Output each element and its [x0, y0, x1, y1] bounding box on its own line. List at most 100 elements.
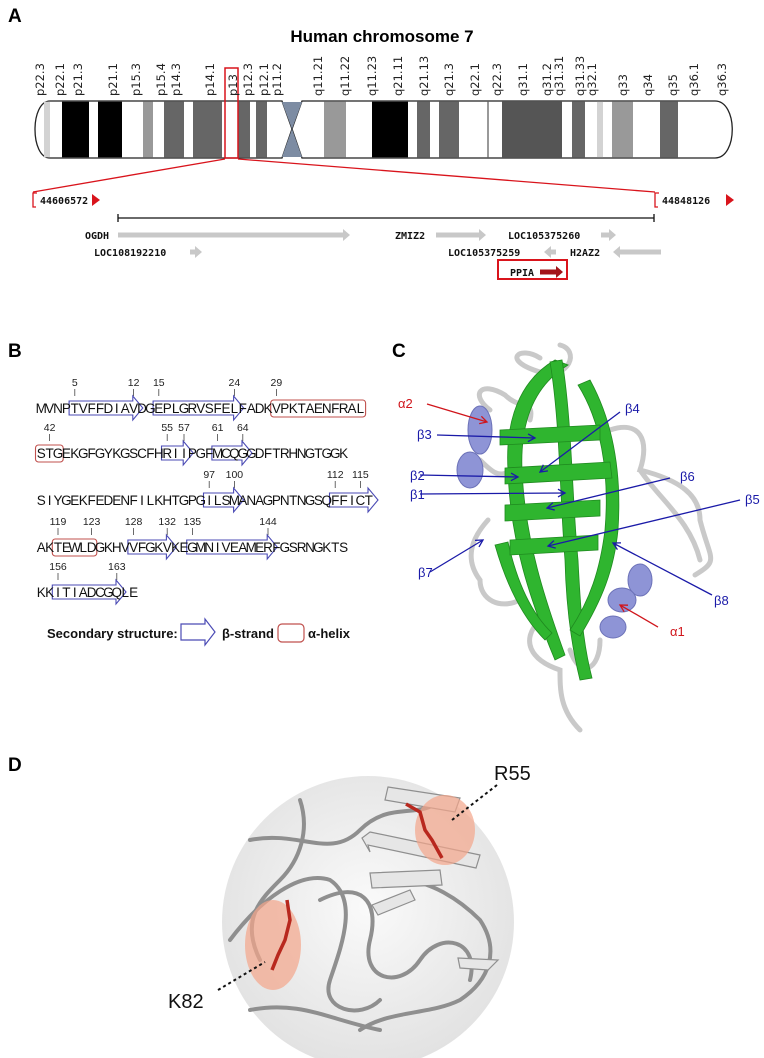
- residue: V: [221, 540, 230, 555]
- residue: V: [272, 401, 281, 416]
- residue: V: [196, 401, 205, 416]
- band-label: p14.3: [169, 63, 183, 96]
- residue: F: [129, 493, 137, 508]
- legend-strand-icon: [180, 617, 216, 647]
- arrowhead-icon: [611, 542, 622, 551]
- band-label: q31.2: [540, 63, 554, 96]
- residue: G: [61, 493, 72, 508]
- label-arrow: [539, 411, 621, 473]
- residue: P: [163, 401, 172, 416]
- band-label: p21.3: [71, 63, 85, 96]
- residue: K: [45, 585, 54, 600]
- residue: D: [255, 401, 265, 416]
- r55-highlight: [415, 795, 475, 865]
- residue: V: [129, 540, 138, 555]
- residue: T: [54, 540, 62, 555]
- chromosome-band: [324, 101, 346, 158]
- label-arrow: [546, 477, 671, 509]
- arrowhead-icon: [546, 540, 556, 549]
- residue: L: [214, 493, 222, 508]
- residue: G: [145, 540, 156, 555]
- beta-strand: [494, 541, 553, 641]
- residue: E: [230, 540, 239, 555]
- zoom-line-left: [32, 158, 226, 193]
- loop: [468, 517, 523, 607]
- residue: G: [238, 446, 249, 461]
- gene-label: LOC108192210: [94, 248, 166, 259]
- band-label: q21.3: [442, 63, 456, 96]
- band-label: q35: [666, 74, 680, 96]
- residue: F: [213, 401, 221, 416]
- residue: R: [188, 401, 198, 416]
- chromosome-band: [143, 101, 153, 158]
- label-arrow: [436, 434, 536, 439]
- residue: V: [45, 401, 54, 416]
- residue: G: [95, 446, 106, 461]
- residue: L: [79, 540, 87, 555]
- gene-arrow-icon: [436, 229, 486, 241]
- k82-sidechain: [270, 899, 292, 971]
- gene-label: OGDH: [85, 231, 109, 242]
- highlighted-band-box: [224, 67, 239, 159]
- beta-strand-arrow: [127, 533, 178, 561]
- loop: [318, 890, 474, 982]
- residue: P: [62, 401, 71, 416]
- band-label: q21.13: [417, 56, 431, 96]
- band-label: q22.1: [468, 63, 482, 96]
- residue: F: [331, 493, 339, 508]
- residue-label-k82: K82: [168, 991, 204, 1013]
- residue: D: [255, 446, 265, 461]
- residue: N: [246, 493, 256, 508]
- arrowhead-icon: [545, 502, 555, 511]
- residue: G: [145, 401, 156, 416]
- residue-number: 156: [49, 561, 67, 573]
- residue: I: [140, 493, 144, 508]
- residue: G: [53, 446, 64, 461]
- band-label: p12.3: [241, 63, 255, 96]
- beta-strand-arrow: [202, 486, 245, 514]
- gene-arrow-icon: [540, 266, 563, 278]
- residue: M: [36, 401, 47, 416]
- chromosome-band: [193, 101, 222, 158]
- band-label: q36.3: [715, 63, 729, 96]
- secondary-structure-legend: Secondary structure: β-strand α-helix: [47, 617, 351, 647]
- structure-label: β8: [714, 593, 729, 608]
- residue: C: [137, 446, 147, 461]
- residue: K: [104, 540, 113, 555]
- band-label: p14.1: [203, 63, 217, 96]
- residue: E: [255, 540, 264, 555]
- residue: T: [314, 446, 322, 461]
- loop: [248, 1005, 382, 1032]
- chromosome-band: [597, 101, 603, 158]
- residue: E: [95, 493, 104, 508]
- residue: I: [48, 493, 52, 508]
- residue: R: [162, 446, 172, 461]
- residue-number: 12: [128, 377, 140, 389]
- residue: N: [297, 493, 307, 508]
- gene-arrow-icon: [613, 246, 661, 258]
- residue-number: 64: [237, 422, 249, 434]
- residue: F: [331, 401, 339, 416]
- residue: E: [154, 401, 163, 416]
- residue: K: [79, 493, 88, 508]
- residue: S: [339, 540, 348, 555]
- residue: R: [339, 401, 349, 416]
- residue-number: 57: [178, 422, 190, 434]
- residue: C: [356, 493, 366, 508]
- beta-strand-arrow: [211, 439, 253, 467]
- residue: P: [188, 446, 197, 461]
- residue: T: [365, 493, 373, 508]
- chromosome-band: [572, 101, 585, 158]
- residue: A: [238, 493, 247, 508]
- legend-helix-label: α-helix: [308, 626, 351, 641]
- loop: [607, 424, 714, 578]
- residue: T: [171, 493, 179, 508]
- residue: K: [70, 446, 79, 461]
- gene-arrow-icon: [601, 229, 616, 241]
- residue: T: [289, 493, 297, 508]
